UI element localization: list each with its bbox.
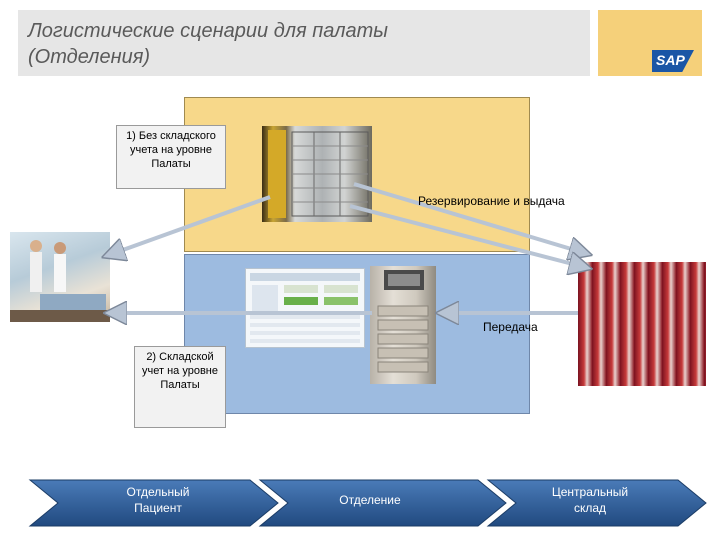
transfer-label: Передача <box>483 320 538 334</box>
process-step-label: Отдельный Пациент <box>126 485 190 515</box>
process-step-department <box>258 479 507 527</box>
arrow-warehouse-to-patient <box>353 182 588 254</box>
dispensing-kiosk-photo <box>370 266 436 384</box>
process-step-patient <box>28 479 279 527</box>
sap-logo-text: SAP <box>656 52 685 68</box>
storage-cabinet-drawers <box>268 130 369 218</box>
arrow-reserve-to-patient <box>106 195 271 256</box>
process-step-label: Центральный склад <box>551 485 629 515</box>
software-screen-photo <box>245 268 365 348</box>
scenario-1-note: 1) Без складского учета на уровне Палаты <box>116 125 226 189</box>
title-bar <box>18 10 590 76</box>
patient-photo <box>10 232 110 322</box>
sap-logo-area: SAP <box>598 10 702 76</box>
arrow-reserve-to-warehouse <box>349 204 588 268</box>
process-step-label: Отделение <box>339 493 401 507</box>
scenario-2-note: 2) Складской учет на уровне Палаты <box>134 346 226 428</box>
sap-logo: SAP <box>652 50 694 72</box>
dispensing-kiosk-body <box>377 270 429 373</box>
warehouse-shelves-photo <box>578 262 706 386</box>
reserve-and-issue-label: Резервирование и выдача <box>418 194 565 208</box>
page-title: Логистические сценарии для палаты (Отдел… <box>28 20 388 68</box>
process-step-central-warehouse <box>486 479 707 527</box>
software-screen-ui <box>250 273 360 343</box>
patient-photo-figure <box>10 240 110 322</box>
